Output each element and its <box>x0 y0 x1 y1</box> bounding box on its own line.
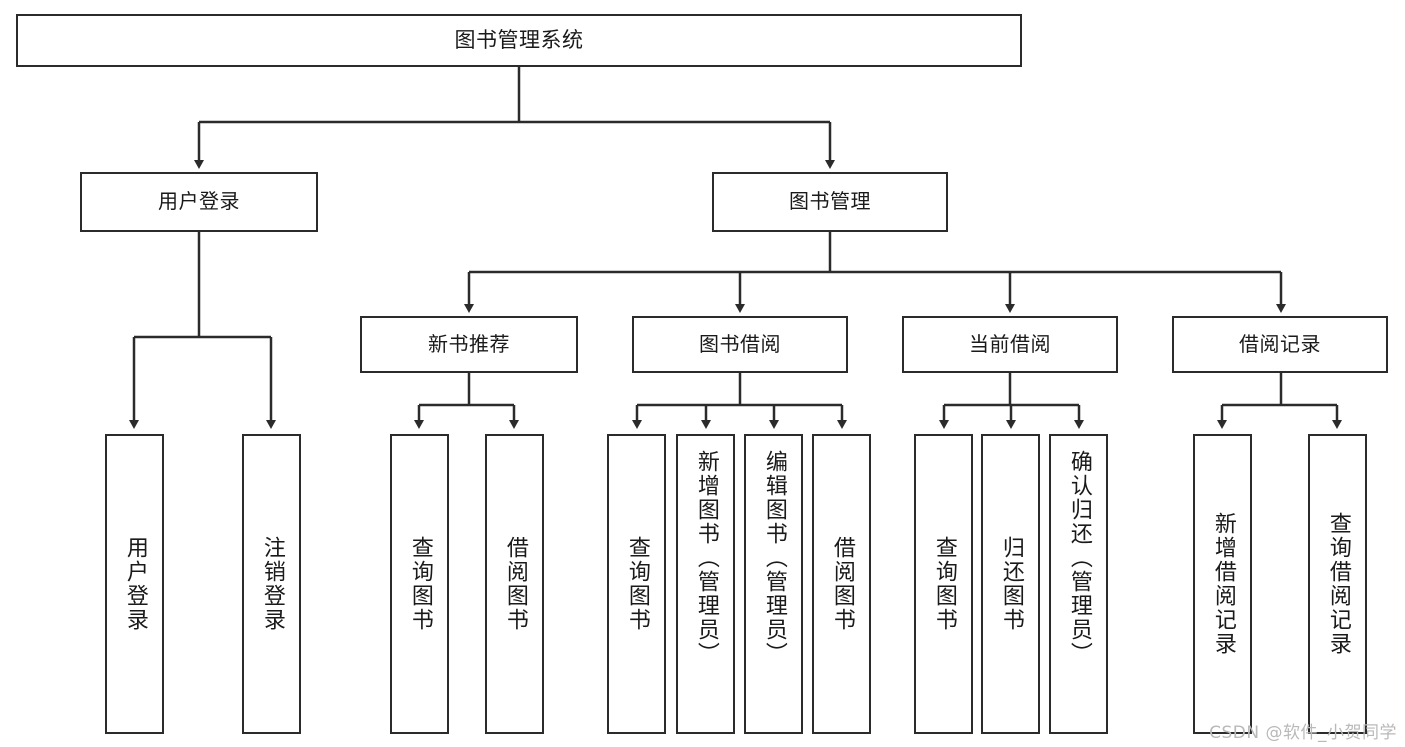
node-label: 用户登录 <box>158 189 240 214</box>
node-label: 新增借阅记录 <box>1210 512 1236 656</box>
leaf-user-login[interactable]: 用户登录 <box>105 434 164 734</box>
leaf-borrow-book-newbook[interactable]: 借阅图书 <box>485 434 544 734</box>
node-label: 图书借阅 <box>699 331 781 356</box>
leaf-query-book-borrow[interactable]: 查询图书 <box>607 434 666 734</box>
node-label: 图书管理系统 <box>454 28 584 53</box>
node-current-borrow[interactable]: 当前借阅 <box>902 316 1118 373</box>
node-label: 图书管理 <box>789 189 871 214</box>
leaf-borrow-book[interactable]: 借阅图书 <box>812 434 871 734</box>
node-label: 借阅图书 <box>502 536 528 632</box>
leaf-return-book[interactable]: 归还图书 <box>981 434 1040 734</box>
node-label: 新书推荐 <box>428 331 510 356</box>
leaf-query-borrow-record[interactable]: 查询借阅记录 <box>1308 434 1367 734</box>
node-user-login[interactable]: 用户登录 <box>80 172 318 232</box>
node-label: 查询图书 <box>624 536 650 632</box>
node-book-management[interactable]: 图书管理 <box>712 172 948 232</box>
node-label: 编辑图书（管理员） <box>761 450 787 666</box>
leaf-add-borrow-record[interactable]: 新增借阅记录 <box>1193 434 1252 734</box>
leaf-logout[interactable]: 注销登录 <box>242 434 301 734</box>
node-new-book-recommend[interactable]: 新书推荐 <box>360 316 578 373</box>
leaf-query-book-current[interactable]: 查询图书 <box>914 434 973 734</box>
leaf-query-book-newbook[interactable]: 查询图书 <box>390 434 449 734</box>
node-label: 借阅记录 <box>1239 331 1321 356</box>
node-label: 借阅图书 <box>829 536 855 632</box>
node-label: 查询借阅记录 <box>1325 512 1351 656</box>
node-label: 用户登录 <box>122 536 148 632</box>
leaf-confirm-return-admin[interactable]: 确认归还（管理员） <box>1049 434 1108 734</box>
leaf-add-book-admin[interactable]: 新增图书（管理员） <box>676 434 735 734</box>
node-label: 新增图书（管理员） <box>693 450 719 666</box>
node-label: 查询图书 <box>407 536 433 632</box>
node-label: 当前借阅 <box>969 331 1051 356</box>
node-label: 确认归还（管理员） <box>1066 450 1092 666</box>
leaf-edit-book-admin[interactable]: 编辑图书（管理员） <box>744 434 803 734</box>
node-borrow-record[interactable]: 借阅记录 <box>1172 316 1388 373</box>
node-book-borrow[interactable]: 图书借阅 <box>632 316 848 373</box>
node-root-system[interactable]: 图书管理系统 <box>16 14 1022 67</box>
node-label: 查询图书 <box>931 536 957 632</box>
node-label: 归还图书 <box>998 536 1024 632</box>
node-label: 注销登录 <box>259 536 285 632</box>
